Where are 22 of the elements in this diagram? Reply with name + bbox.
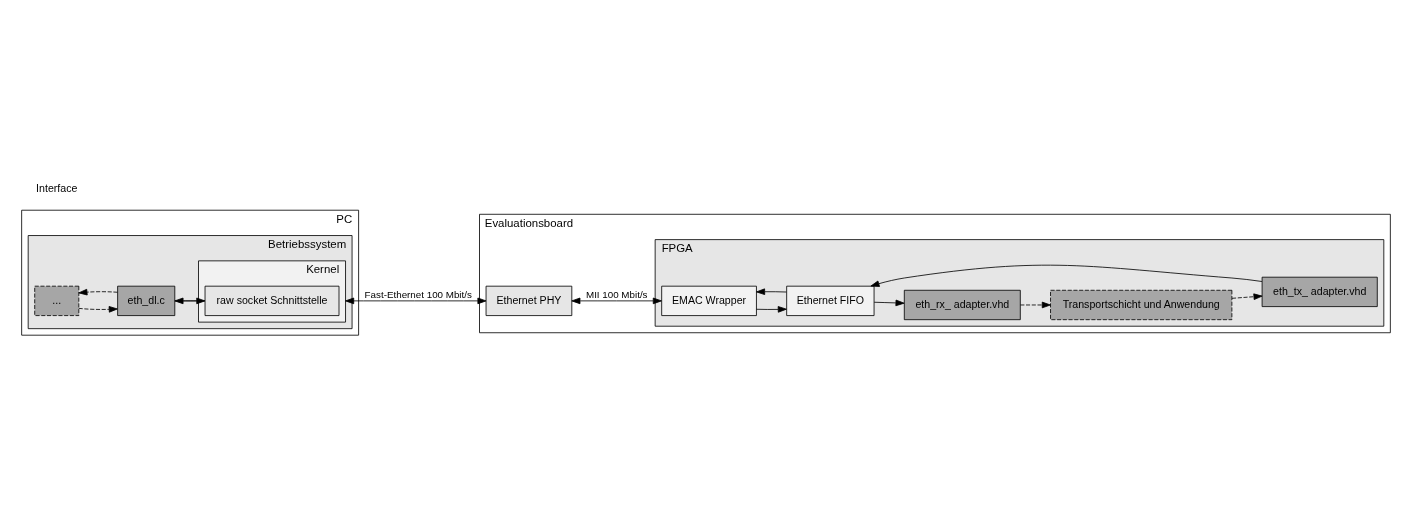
- label: Interface: [36, 181, 78, 194]
- arrow: [1020, 301, 1051, 308]
- node-box: eth_tx_ adapter.vhd: [1261, 276, 1378, 307]
- arrow: [873, 299, 905, 306]
- arrow: [1231, 292, 1263, 300]
- node-box: Ethernet PHY: [485, 285, 573, 316]
- edge-label: MII 100 Mbit/s: [585, 288, 648, 300]
- node-box: Ethernet FIFO: [786, 285, 875, 316]
- node-box: EMAC Wrapper: [661, 285, 757, 316]
- node-box: eth_rx_ adapter.vhd: [903, 289, 1021, 320]
- arrow: [756, 287, 787, 295]
- arrow: [756, 305, 787, 313]
- node-box: eth_dl.c: [117, 285, 176, 316]
- arrow: [870, 264, 1263, 287]
- arrow: [78, 288, 118, 295]
- arrow: [78, 305, 118, 313]
- arrow: [571, 297, 662, 304]
- node-box: Transportschicht und Anwendung: [1050, 289, 1233, 320]
- node-box: ...: [34, 285, 80, 316]
- edge-label: Fast-Ethernet 100 Mbit/s: [364, 288, 472, 300]
- arrow: [345, 297, 487, 304]
- node-box: raw socket Schnittstelle: [204, 285, 340, 316]
